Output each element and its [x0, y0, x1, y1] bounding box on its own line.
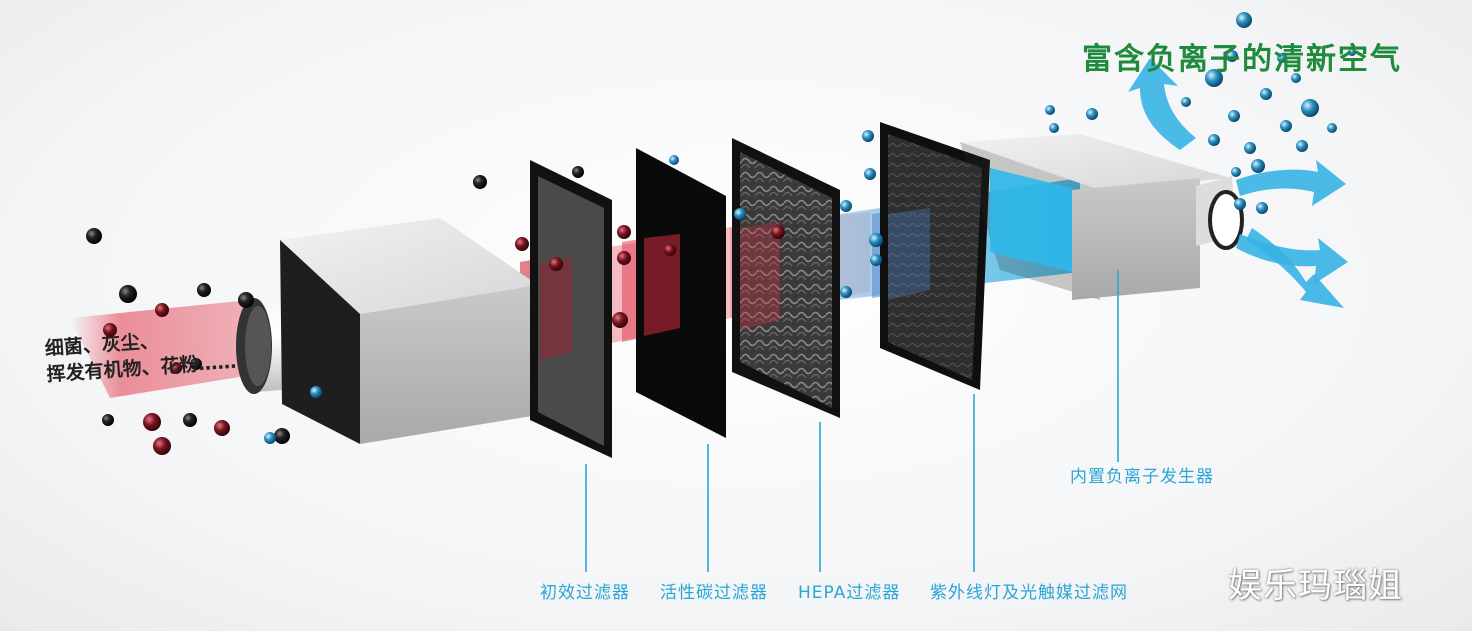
carbon-filter-panel [636, 148, 726, 438]
outlet-fan [1196, 176, 1244, 250]
label-hepa-filter: HEPA过滤器 [798, 583, 901, 603]
uv-filter-panel [880, 122, 990, 390]
dust-particles [86, 166, 584, 444]
label-uv-filter: 紫外线灯及光触媒过滤网 [930, 583, 1128, 603]
anion-particles [264, 12, 1356, 444]
watermark: 娱乐玛瑙姐 [1228, 566, 1403, 606]
leader-lines [585, 270, 1119, 572]
label-primary-filter: 初效过滤器 [540, 583, 630, 603]
dirty-air-beam [70, 298, 270, 398]
clean-air-title: 富含负离子的清新空气 [1082, 42, 1402, 77]
pre-filter-housing [280, 218, 538, 444]
label-carbon-filter: 活性碳过滤器 [660, 583, 768, 603]
clean-air-arrows [1128, 58, 1348, 308]
label-anion-generator: 内置负离子发生器 [1070, 467, 1214, 487]
bacteria-particles [103, 225, 785, 455]
primary-filter-panel [530, 160, 612, 458]
hepa-filter-panel [732, 138, 840, 418]
anion-generator-housing [960, 134, 1230, 300]
